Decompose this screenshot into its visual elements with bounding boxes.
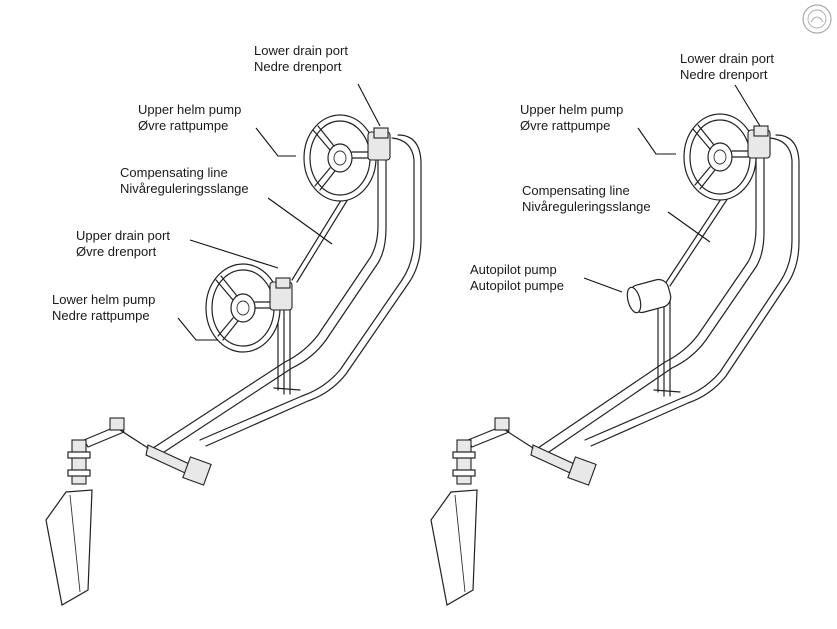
label-en: Compensating line <box>120 165 228 180</box>
label-en: Lower helm pump <box>52 292 156 307</box>
label-no: Nivåreguleringsslange <box>120 181 249 196</box>
label-no: Øvre rattpumpe <box>520 118 611 133</box>
left-cylinder-assembly <box>83 417 212 486</box>
label-no: Nedre drenport <box>254 59 342 74</box>
label-right-upper-helm-pump: Upper helm pump Øvre rattpumpe <box>520 102 623 134</box>
label-left-lower-helm-pump: Lower helm pump Nedre rattpumpe <box>52 292 155 324</box>
label-no: Autopilot pumpe <box>470 278 564 293</box>
right-rudder <box>430 439 478 606</box>
label-right-lower-drain-port: Lower drain port Nedre drenport <box>680 51 774 83</box>
right-autopilot-pump <box>626 278 672 314</box>
label-en: Upper drain port <box>76 228 170 243</box>
label-en: Lower drain port <box>254 43 348 58</box>
label-en: Compensating line <box>522 183 630 198</box>
label-right-autopilot-pump: Autopilot pump Autopilot pumpe <box>470 262 564 294</box>
right-system <box>430 113 800 606</box>
label-left-upper-helm-pump: Upper helm pump Øvre rattpumpe <box>138 102 241 134</box>
leader-lines <box>177 83 761 341</box>
label-no: Øvre rattpumpe <box>138 118 229 133</box>
right-upper-helm-wheel <box>683 113 771 201</box>
label-en: Autopilot pump <box>470 262 557 277</box>
label-left-lower-drain-port: Lower drain port Nedre drenport <box>254 43 348 75</box>
label-no: Nivåreguleringsslange <box>522 199 651 214</box>
label-left-compensating-line: Compensating line Nivåreguleringsslange <box>120 165 249 197</box>
left-system <box>45 114 422 606</box>
left-upper-helm-wheel <box>303 114 391 202</box>
label-right-compensating-line: Compensating line Nivåreguleringsslange <box>522 183 651 215</box>
circular-stamp-icon <box>802 4 832 34</box>
right-cylinder-assembly <box>467 417 597 486</box>
left-lower-helm-wheel <box>205 263 293 353</box>
label-en: Lower drain port <box>680 51 774 66</box>
label-no: Nedre rattpumpe <box>52 308 150 323</box>
label-no: Nedre drenport <box>680 67 768 82</box>
label-en: Upper helm pump <box>138 102 242 117</box>
label-en: Upper helm pump <box>520 102 624 117</box>
left-rudder <box>45 439 93 606</box>
label-left-upper-drain-port: Upper drain port Øvre drenport <box>76 228 170 260</box>
label-no: Øvre drenport <box>76 244 157 259</box>
